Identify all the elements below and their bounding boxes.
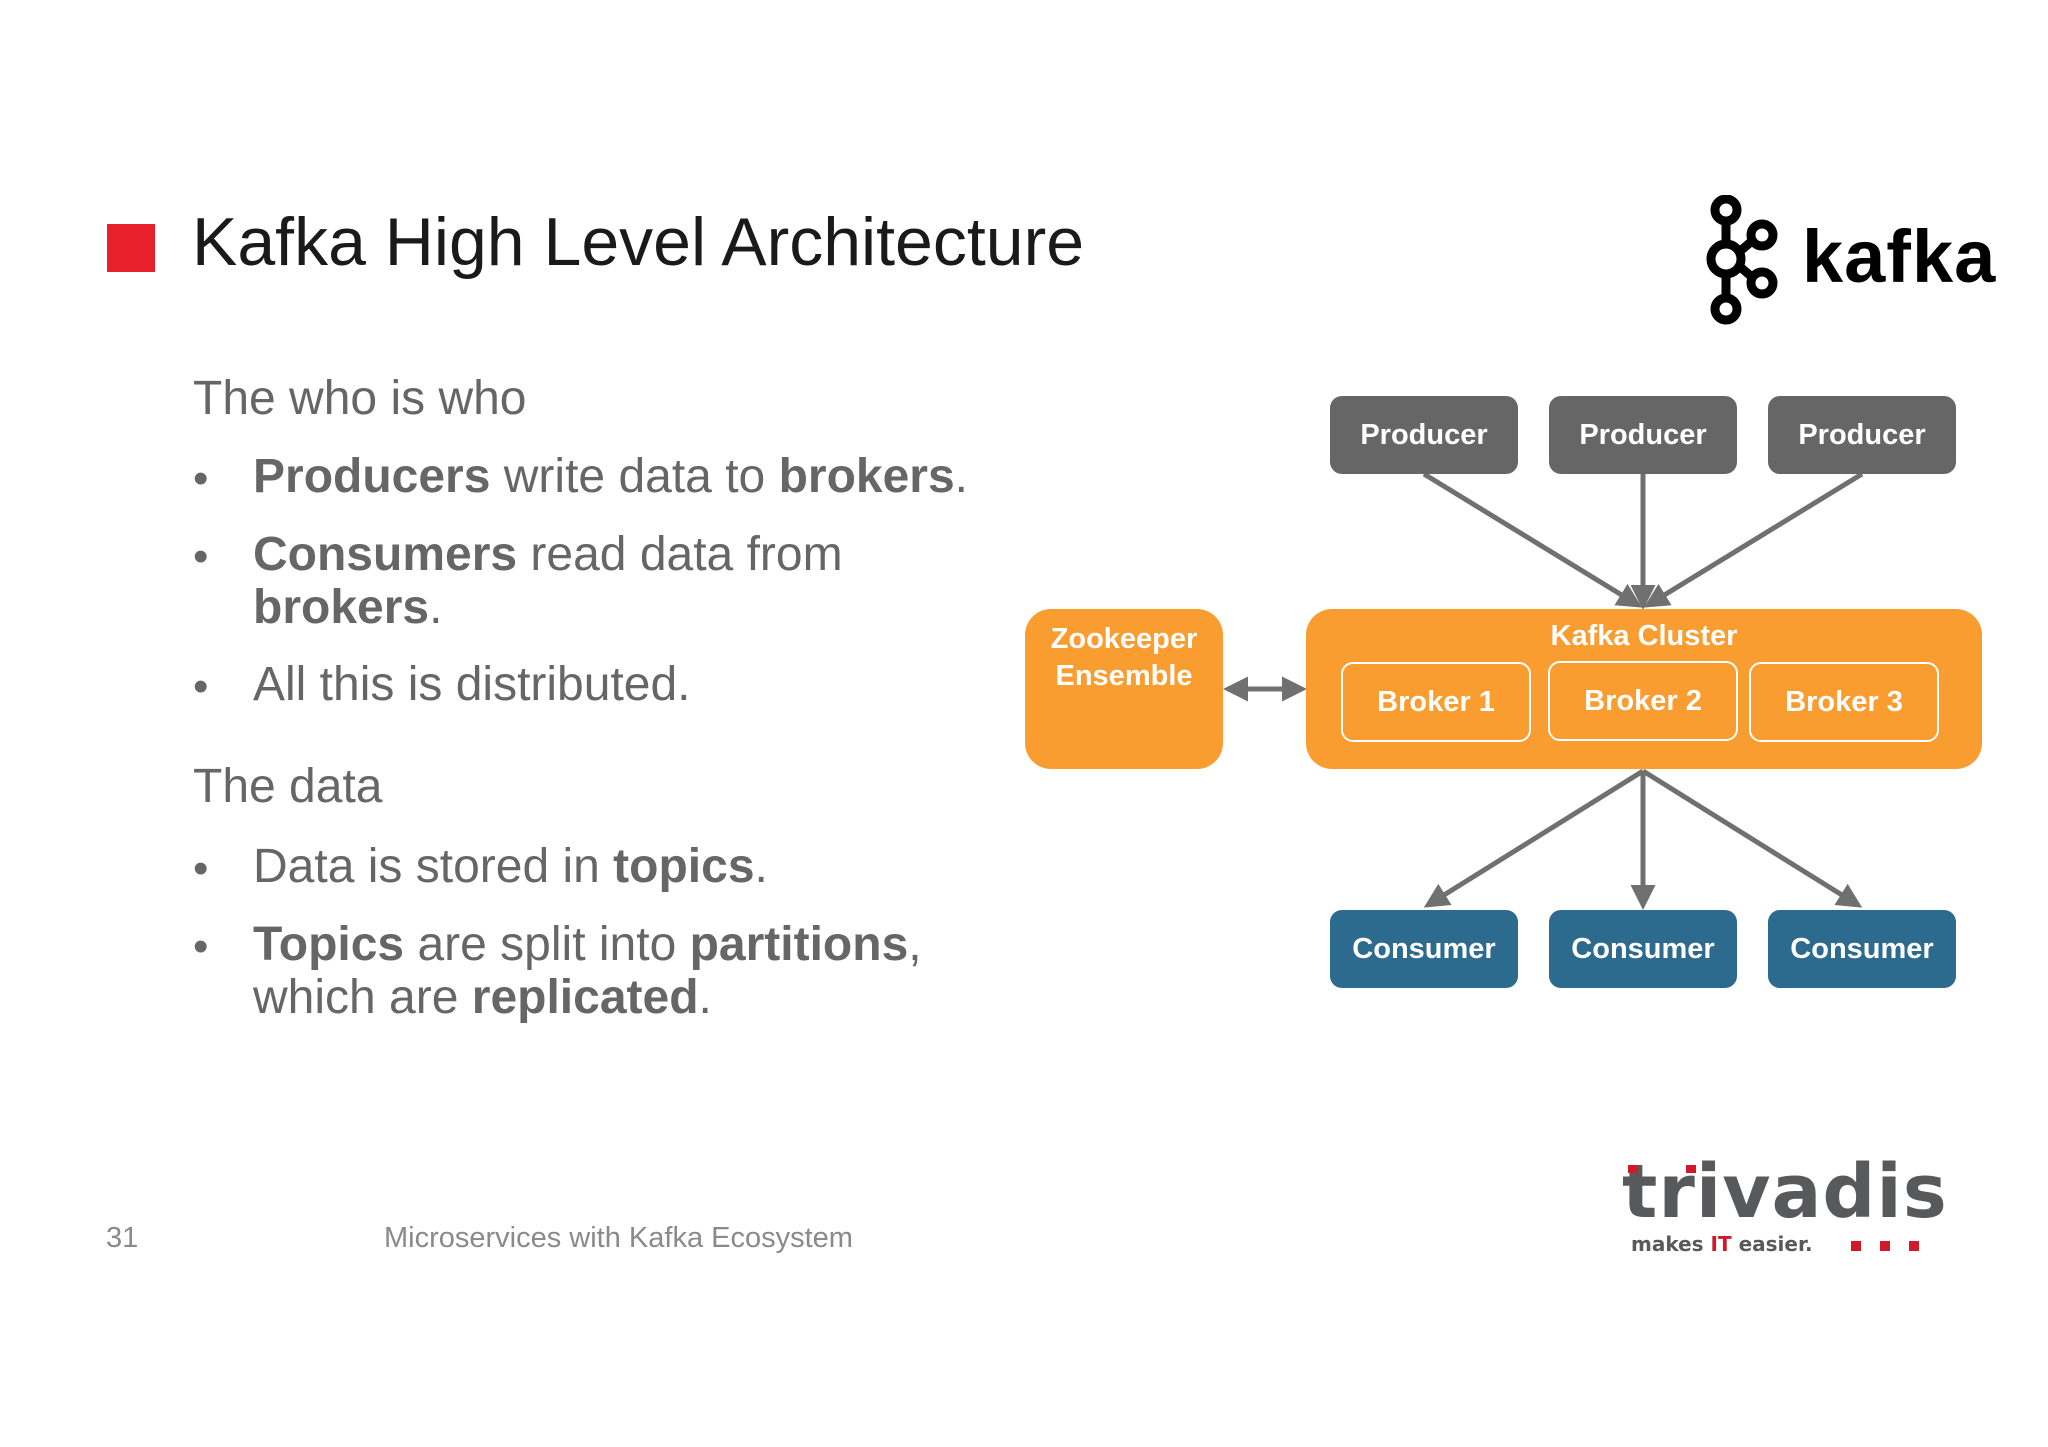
trivadis-wordmark: trivadis — [1622, 1149, 1948, 1235]
consumer-box: Consumer — [1768, 910, 1956, 988]
bullet-topics: Data is stored in topics. — [253, 840, 1013, 893]
logo-accent-2 — [1686, 1165, 1696, 1173]
bullet-distributed: All this is distributed. — [253, 658, 1013, 711]
bullet-consumers: Consumers read data from brokers. — [253, 528, 893, 634]
section-heading-who: The who is who — [193, 372, 527, 425]
broker-box: Broker 1 — [1341, 662, 1531, 742]
bullet-text: All this is distributed. — [253, 658, 691, 711]
section-heading-data: The data — [193, 760, 383, 813]
logo-dot-3 — [1909, 1241, 1919, 1251]
bullet-text: read data from — [517, 528, 843, 581]
bullet-marker: • — [193, 922, 209, 971]
bullet-text: . — [698, 971, 712, 1024]
trivadis-logo-icon: trivadis makes IT easier. — [1622, 1149, 1948, 1256]
bullet-text-bold: Consumers — [253, 528, 518, 581]
tagline-post: easier. — [1732, 1232, 1813, 1256]
bullet-text-bold: topics — [613, 840, 755, 893]
consumer-box: Consumer — [1549, 910, 1737, 988]
arrow-producer-3 — [1643, 471, 1864, 608]
producer-box: Producer — [1768, 396, 1956, 474]
bullet-text-bold: brokers — [778, 450, 955, 503]
kafka-wordmark: kafka — [1802, 215, 1997, 298]
producer-box: Producer — [1330, 396, 1518, 474]
bullet-text: . — [954, 450, 968, 503]
kafka-logo-icon — [1706, 195, 1778, 325]
slide-number: 31 — [106, 1222, 139, 1254]
arrow-producer-1 — [1422, 471, 1643, 608]
bullet-marker: • — [193, 454, 209, 503]
bullet-text-bold: Topics — [253, 918, 405, 971]
bullet-marker: • — [193, 662, 209, 711]
title-marker — [107, 224, 155, 272]
broker-box: Broker 3 — [1749, 662, 1939, 742]
logo-dot-1 — [1851, 1241, 1861, 1251]
page-title: Kafka High Level Architecture — [192, 204, 1085, 280]
arrow-consumer-1 — [1423, 768, 1645, 908]
logo-dot-2 — [1880, 1241, 1890, 1251]
bullet-marker: • — [193, 844, 209, 893]
bullet-text: , which are — [253, 918, 922, 1024]
bullet-text-bold: Producers — [253, 450, 491, 503]
consumer-box: Consumer — [1330, 910, 1518, 988]
logo-accent-1 — [1628, 1165, 1638, 1173]
arrow-consumer-3 — [1641, 768, 1863, 908]
bullet-text-bold: replicated — [471, 971, 699, 1024]
bullet-partitions: Topics are split into partitions, which … — [253, 918, 993, 1024]
kafka-cluster-label: Kafka Cluster — [1550, 620, 1738, 652]
zookeeper-ensemble-box: Zookeeper Ensemble — [1025, 609, 1223, 769]
bullet-text: . — [429, 581, 443, 634]
tagline-it: IT — [1711, 1232, 1732, 1256]
broker-box: Broker 2 — [1548, 661, 1738, 741]
bullet-text-bold: brokers — [253, 581, 430, 634]
bullet-producers: Producers write data to brokers. — [253, 450, 1013, 503]
bullet-marker: • — [193, 532, 209, 581]
footer-text: Microservices with Kafka Ecosystem — [384, 1222, 853, 1254]
producer-box: Producer — [1549, 396, 1737, 474]
bullet-text: are split into — [404, 918, 690, 971]
bullet-text: Data is stored in — [253, 840, 614, 893]
bullet-text: . — [754, 840, 768, 893]
trivadis-tagline: makes IT easier. — [1631, 1232, 1813, 1256]
bullet-text: write data to — [490, 450, 779, 503]
bullet-text-bold: partitions — [689, 918, 909, 971]
tagline-pre: makes — [1631, 1232, 1711, 1256]
